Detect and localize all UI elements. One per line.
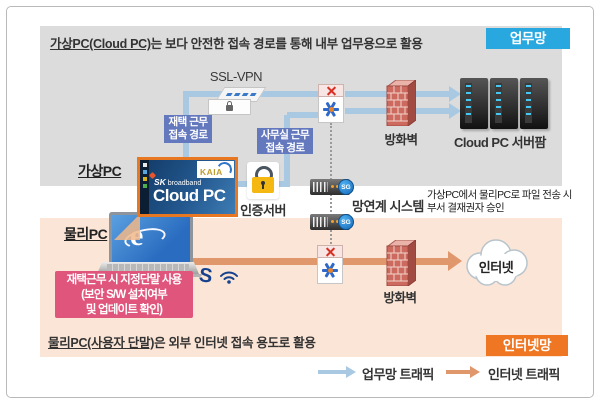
legend-work-arrow [318, 370, 346, 374]
ssl-vpn-icon [208, 87, 267, 115]
office-to-router-line [287, 112, 332, 118]
office-path-chip: 사무실 근무 접속 경로 [257, 128, 313, 154]
sg-badge: SG [338, 214, 354, 230]
server-farm-label: Cloud PC 서버팜 [454, 135, 547, 150]
legend-work-label: 업무망 트래픽 [362, 367, 434, 382]
vpn-lock-icon [226, 101, 233, 111]
diagram-border [6, 6, 594, 398]
legend-internet-arrow [446, 370, 470, 374]
legend-work-arrowhead [346, 366, 356, 378]
work-network-badge: 업무망 [486, 28, 570, 49]
sg-appliance-icon: SG [310, 214, 354, 230]
server-tower [490, 78, 518, 129]
physical-pc-label: 물리PC [64, 226, 108, 242]
top-banner-rest: 는 보다 안전한 접속 경로를 통해 내부 업무용으로 활용 [150, 37, 423, 51]
virtual-pc-label: 가상PC [78, 163, 122, 179]
home-path-chip: 재택 근무 접속 경로 [164, 115, 212, 143]
vpn-box-front [208, 99, 251, 115]
internet-cloud-icon: 인터넷 [458, 236, 534, 288]
cloud-pc-title: Cloud PC [153, 186, 226, 205]
internet-network-badge: 인터넷망 [486, 335, 568, 356]
top-banner-underlined: 가상PC(Cloud PC) [50, 37, 151, 51]
bottom-banner-rest: 은 외부 인터넷 접속 용도로 활용 [154, 336, 316, 350]
internet-arrow [178, 258, 449, 265]
wifi-icon [219, 268, 239, 289]
kaia-logo: KAIA [197, 160, 234, 179]
internet-firewall-label: 방화벽 [383, 291, 417, 305]
internet-router-icon [317, 245, 343, 284]
auth-server-label: 인증서버 [240, 203, 286, 218]
sk-broadband-logo: SK broadband [154, 177, 202, 187]
work-router-icon [318, 84, 344, 123]
home-terminal-alert: 재택근무 시 지정단말 사용 (보안 S/W 설치여부 및 업데이트 확인) [55, 271, 193, 318]
auth-server-icon [247, 162, 279, 199]
server-tower [460, 78, 488, 129]
work-arrowhead-1 [449, 86, 461, 102]
ssl-vpn-label: SSL-VPN [209, 69, 263, 84]
gateway-system-label: 망연계 시스템 [352, 199, 424, 214]
work-arrowhead-2 [449, 103, 461, 119]
lock-body [252, 177, 274, 193]
internet-label: 인터넷 [478, 260, 514, 275]
internet-arrowhead [448, 251, 462, 271]
server-tower [520, 78, 548, 129]
work-firewall-label: 방화벽 [384, 133, 418, 147]
sg-appliance-icon: SG [310, 179, 354, 195]
bottom-banner-text: 물리PC(사용자 단말)은 외부 인터넷 접속 용도로 활용 [48, 332, 316, 351]
windows-taskbar [140, 160, 149, 214]
server-farm-icon [460, 78, 560, 131]
sg-badge: SG [338, 179, 354, 195]
legend-internet-label: 인터넷 트래픽 [488, 367, 560, 382]
cloud-pc-screen: SK broadband Cloud PC KAIA [137, 157, 238, 217]
legend-internet-arrowhead [470, 366, 480, 378]
top-banner-text: 가상PC(Cloud PC)는 보다 안전한 접속 경로를 통해 내부 업무용으… [50, 33, 423, 52]
work-firewall-icon [386, 79, 418, 131]
bottom-banner-underlined: 물리PC(사용자 단말) [48, 336, 155, 350]
file-transfer-approval-note: 가상PC에서 물리PC로 파일 전송 시 부서 결재권자 승인 [427, 189, 572, 214]
internet-firewall-icon [386, 239, 418, 291]
